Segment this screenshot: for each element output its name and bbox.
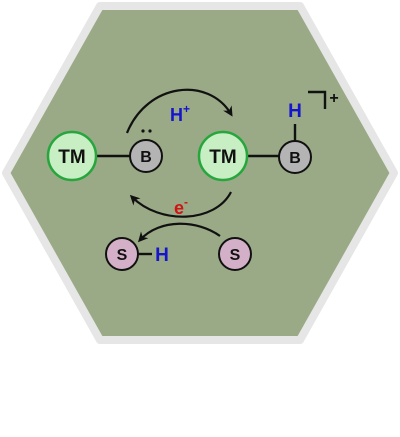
- s-label-product: S: [117, 247, 128, 264]
- proton-label: H+: [170, 102, 190, 125]
- b-label-right: B: [289, 150, 301, 167]
- b-node-left: B: [129, 139, 163, 173]
- electron-label-sup: -: [184, 195, 188, 209]
- hexagon-background: [2, 2, 398, 344]
- electron-label: e-: [174, 195, 188, 218]
- b-node-right: B: [278, 140, 312, 174]
- electron-label-base: e: [174, 198, 184, 218]
- lone-pair-dots: [141, 129, 152, 133]
- h-label-on-s: H: [155, 245, 169, 266]
- charge-sign: +: [329, 90, 338, 107]
- s-label-substrate: S: [230, 247, 241, 264]
- b-label-left: B: [140, 149, 152, 166]
- proton-label-base: H: [170, 105, 183, 125]
- tm-label-left: TM: [58, 147, 85, 168]
- charge-bracket: [308, 90, 327, 109]
- electron-return-arrow: [129, 191, 232, 218]
- tm-node-right: TM: [197, 130, 249, 182]
- h-label-on-b: H: [288, 101, 302, 122]
- proton-label-sup: +: [183, 102, 190, 116]
- proton-transfer-arrow: [125, 88, 233, 134]
- tm-node-left: TM: [46, 130, 98, 182]
- s-node-substrate: S: [218, 237, 252, 271]
- substrate-hydrogenation-arrow: [137, 222, 221, 243]
- tm-label-right: TM: [209, 147, 236, 168]
- s-node-product: S: [105, 237, 139, 271]
